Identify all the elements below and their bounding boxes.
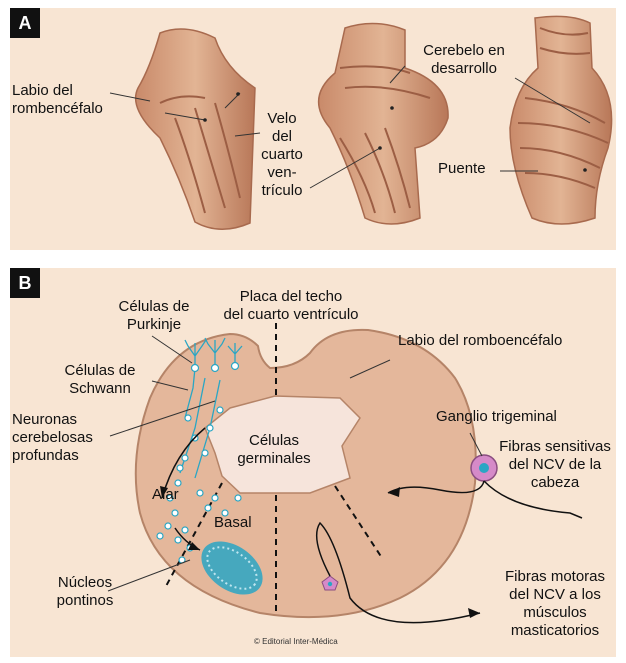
label-neuronas: Neuronas cerebelosas profundas — [12, 411, 93, 465]
label-purkinje-line-1: Células de — [103, 298, 205, 316]
label-velo-line-1: Velo — [252, 110, 312, 128]
label-velo-line-5: trículo — [252, 182, 312, 200]
panel-a-illustration — [10, 8, 616, 250]
label-nucleos-line-2: pontinos — [48, 592, 122, 610]
label-nucleos-pontinos: Núcleos pontinos — [48, 574, 122, 610]
label-germinales-line-1: Células — [228, 432, 320, 450]
label-placa-line-1: Placa del techo — [206, 288, 376, 306]
label-velo-line-2: del — [252, 128, 312, 146]
label-labio-line-2: rombencéfalo — [12, 100, 103, 118]
label-motoras-line-2: del NCV a los — [496, 586, 614, 604]
label-velo-line-4: ven- — [252, 164, 312, 182]
label-germinales: Células germinales — [228, 432, 320, 468]
label-velo-line-3: cuarto — [252, 146, 312, 164]
label-cerebelo-line-2: desarrollo — [408, 60, 520, 78]
label-placa-line-2: del cuarto ventrículo — [206, 306, 376, 324]
label-basal: Basal — [214, 514, 252, 532]
label-purkinje: Células de Purkinje — [103, 298, 205, 334]
label-motoras-line-4: masticatorios — [496, 622, 614, 640]
label-labio-line-1: Labio del — [12, 82, 103, 100]
label-germinales-line-2: germinales — [228, 450, 320, 468]
label-cerebelo: Cerebelo en desarrollo — [408, 42, 520, 78]
label-puente: Puente — [438, 160, 486, 178]
label-motoras-line-3: músculos — [496, 604, 614, 622]
copyright-credit: © Editorial Inter-Médica — [254, 637, 338, 646]
label-neuronas-line-1: Neuronas — [12, 411, 93, 429]
label-fibras-sensitivas: Fibras sensitivas del NCV de la cabeza — [496, 438, 614, 492]
label-ganglio: Ganglio trigeminal — [436, 408, 557, 426]
label-neuronas-line-3: profundas — [12, 447, 93, 465]
label-sensitivas-line-1: Fibras sensitivas — [496, 438, 614, 456]
panel-a: A — [10, 8, 616, 250]
label-placa-techo: Placa del techo del cuarto ventrículo — [206, 288, 376, 324]
label-alar: Alar — [152, 486, 179, 504]
label-nucleos-line-1: Núcleos — [48, 574, 122, 592]
label-neuronas-line-2: cerebelosas — [12, 429, 93, 447]
label-velo: Velo del cuarto ven- trículo — [252, 110, 312, 200]
label-cerebelo-line-1: Cerebelo en — [408, 42, 520, 60]
label-labio-rombencefalo: Labio del rombencéfalo — [12, 82, 103, 118]
label-fibras-motoras: Fibras motoras del NCV a los músculos ma… — [496, 568, 614, 640]
label-schwann-line-1: Células de — [50, 362, 150, 380]
brainstem-stage-3 — [510, 16, 612, 224]
label-schwann: Células de Schwann — [50, 362, 150, 398]
label-schwann-line-2: Schwann — [50, 380, 150, 398]
label-sensitivas-line-3: cabeza — [496, 474, 614, 492]
label-labio-romboencefalo: Labio del romboencéfalo — [398, 332, 562, 350]
label-motoras-line-1: Fibras motoras — [496, 568, 614, 586]
brainstem-stage-1 — [136, 29, 255, 229]
label-purkinje-line-2: Purkinje — [103, 316, 205, 334]
label-sensitivas-line-2: del NCV de la — [496, 456, 614, 474]
panel-b: B — [10, 268, 616, 657]
